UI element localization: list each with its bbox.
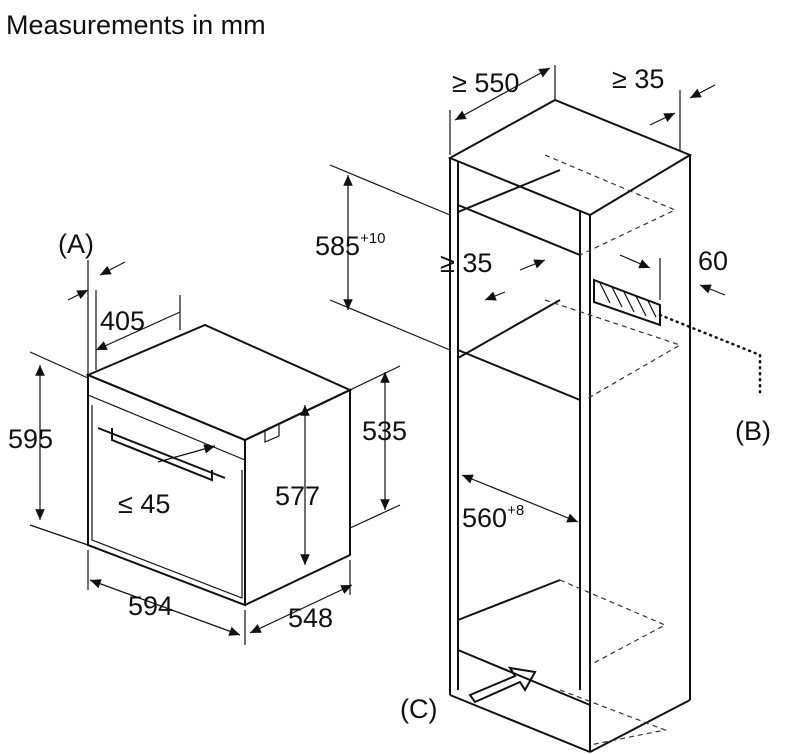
leader-b xyxy=(658,313,762,397)
dim-585-tol: +10 xyxy=(360,230,385,247)
dim-577: 577 xyxy=(275,481,320,511)
oven-top xyxy=(85,323,353,442)
dim-550: ≥ 550 xyxy=(452,68,519,98)
cabinet-top xyxy=(447,98,693,217)
dim-405: 405 xyxy=(100,306,145,336)
dim-rear-gap: ≥ 35 xyxy=(612,64,664,94)
dim-595: 595 xyxy=(8,424,53,454)
dim-585: 585+10 xyxy=(315,230,386,261)
oven-drawing xyxy=(85,323,353,607)
label-b: (B) xyxy=(735,416,771,446)
airflow-arrow-icon xyxy=(468,666,537,704)
dim-handle: ≤ 45 xyxy=(118,489,170,519)
vent-opening xyxy=(593,278,661,327)
oven-door xyxy=(91,405,243,599)
dim-535: 535 xyxy=(362,416,407,446)
dim-548: 548 xyxy=(288,603,333,633)
oven-handle xyxy=(97,427,226,479)
label-c: (C) xyxy=(400,694,437,724)
diagram-title: Measurements in mm xyxy=(6,10,266,40)
cabinet-dimensions: ≥ 550 ≥ 35 585+10 ≥ 35 60 560+8 (B) (C) xyxy=(315,64,771,724)
dim-594: 594 xyxy=(128,591,173,621)
dim-585-value: 585 xyxy=(315,231,360,261)
dim-560-value: 560 xyxy=(462,503,507,533)
dim-560: 560+8 xyxy=(462,502,524,533)
dim-60: 60 xyxy=(698,246,728,276)
dim-shelf-gap: ≥ 35 xyxy=(440,248,492,278)
oven-side xyxy=(244,388,351,606)
oven-dimensions: (A) 405 595 535 ≤ 45 577 594 548 xyxy=(8,229,407,645)
dim-560-tol: +8 xyxy=(507,502,524,519)
cabinet-drawing xyxy=(447,98,762,753)
label-a: (A) xyxy=(58,229,94,259)
